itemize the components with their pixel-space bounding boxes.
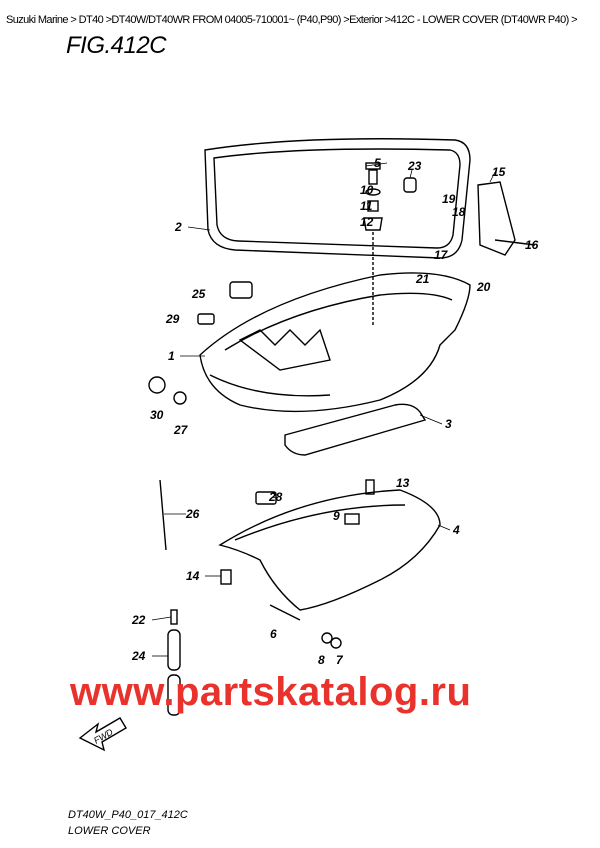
callout: 9 xyxy=(333,509,340,523)
callout: 17 xyxy=(434,248,449,262)
figure-title: FIG.412C xyxy=(66,32,167,59)
callout: 19 xyxy=(442,192,456,206)
callout: 15 xyxy=(492,165,506,179)
callout: 25 xyxy=(191,287,206,301)
callout: 14 xyxy=(186,569,200,583)
callout: 21 xyxy=(415,272,430,286)
callout: 2 xyxy=(174,220,182,234)
callout: 11 xyxy=(360,199,373,213)
drawing-code: DT40W_P40_017_412C xyxy=(68,809,188,821)
callout: 7 xyxy=(336,653,344,667)
callout: 12 xyxy=(360,215,374,229)
bracket xyxy=(477,181,516,256)
watermark: www.partskatalog.ru xyxy=(70,670,472,714)
lower-cover-lower xyxy=(218,489,441,611)
callout: 23 xyxy=(407,159,422,173)
callout-labels: 5 23 15 10 19 11 18 2 12 16 17 21 20 25 … xyxy=(92,156,539,746)
fwd-arrow-icon xyxy=(78,717,127,752)
callout: 8 xyxy=(318,653,325,667)
drawing-name: LOWER COVER xyxy=(68,825,151,837)
lower-cover-upper xyxy=(199,272,471,413)
callout: 1 xyxy=(168,349,175,363)
callout: 13 xyxy=(396,476,410,490)
callout: 18 xyxy=(452,205,466,219)
callout: 20 xyxy=(476,280,491,294)
fwd-label: FWD xyxy=(92,727,115,746)
callout: 4 xyxy=(452,523,460,537)
callout: 24 xyxy=(131,649,146,663)
callout: 6 xyxy=(270,627,277,641)
callout: 28 xyxy=(268,490,283,504)
callout: 16 xyxy=(525,238,539,252)
callout: 27 xyxy=(173,423,189,437)
breadcrumb[interactable]: Suzuki Marine > DT40 >DT40W/DT40WR FROM … xyxy=(6,14,578,26)
gasket-3 xyxy=(284,403,427,456)
callout: 5 xyxy=(374,156,381,170)
callout: 30 xyxy=(150,408,164,422)
callout: 3 xyxy=(445,417,452,431)
callout: 26 xyxy=(185,507,200,521)
callout: 29 xyxy=(165,312,180,326)
callout: 22 xyxy=(131,613,146,627)
callout: 10 xyxy=(360,183,374,197)
gasket-seal xyxy=(204,138,471,259)
